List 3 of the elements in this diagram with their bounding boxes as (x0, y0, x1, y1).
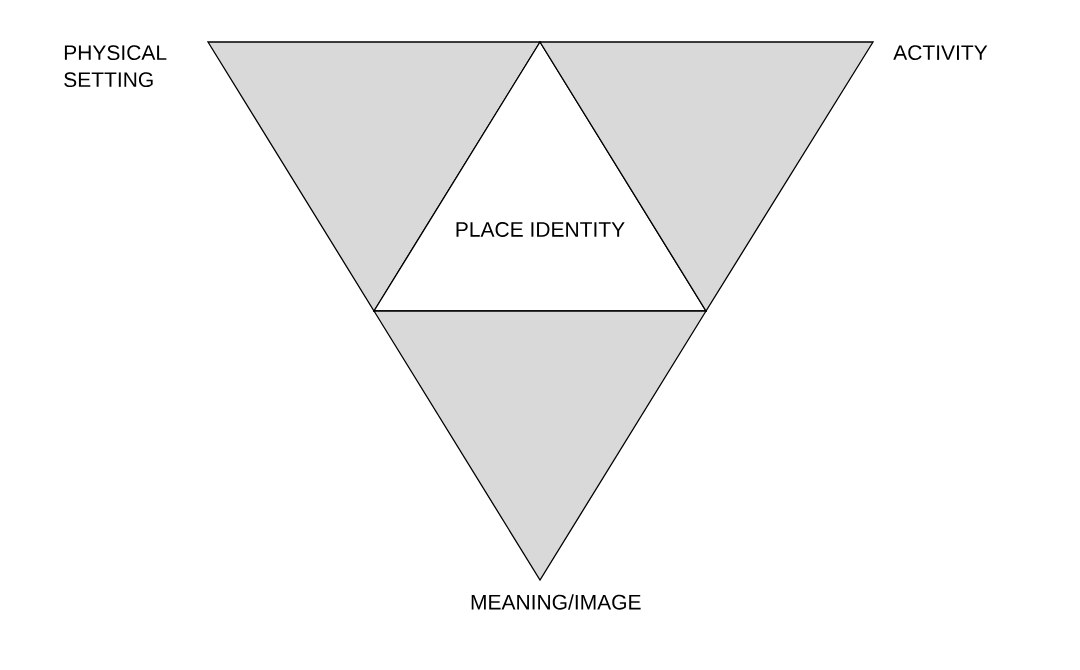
corner-label: PHYSICAL SETTING (64, 45, 167, 88)
corner-label: MEANING/IMAGE (471, 594, 641, 610)
corner-label: ACTIVITY (893, 45, 988, 61)
